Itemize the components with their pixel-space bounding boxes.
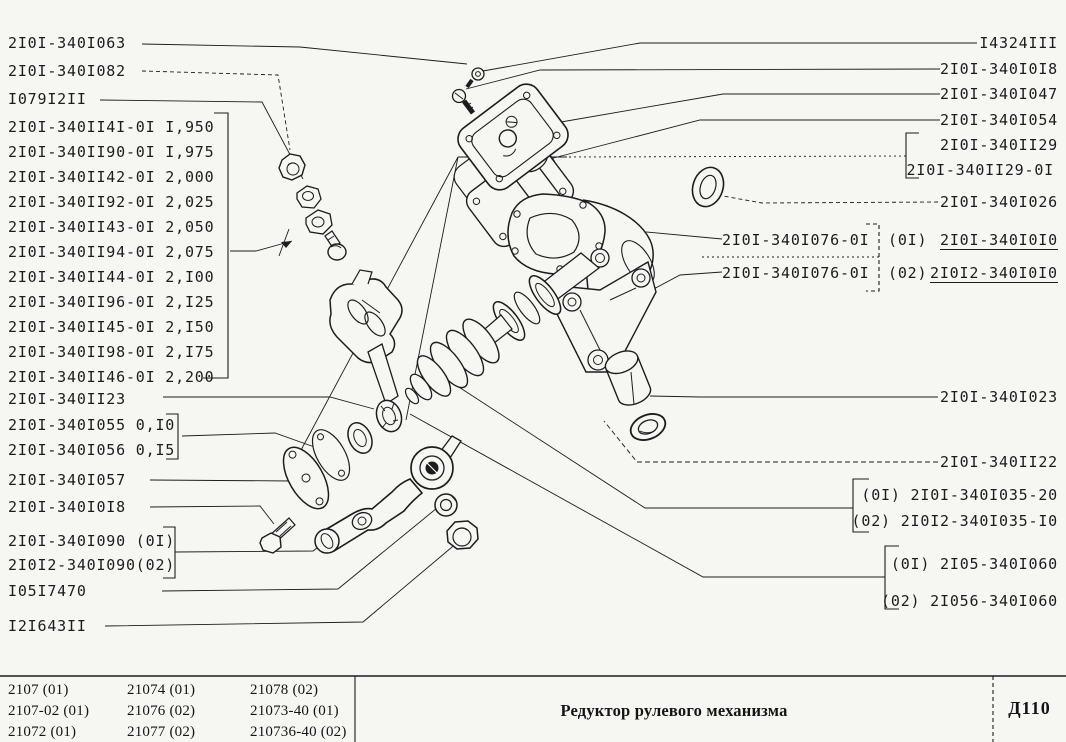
variant-label: (0I) [888,231,928,249]
part-label: (02) 2I056-340I060 [881,592,1058,610]
cap-nut [278,153,306,181]
part-label: (0I) 2I0I-340I035-20 [861,486,1058,504]
part-label: 2I0I-340II45-0I 2,I50 [8,318,215,336]
top-cover-plate [457,83,569,191]
cover-bolt [259,517,296,554]
part-label: 2I0I-340I090 (0I) [8,532,176,550]
part-label: 2I0I-340II4I-0I I,950 [8,118,215,136]
leader-lines [99,42,977,627]
part-label-underlined: 2I0I2-340I0I0 [930,264,1058,283]
side-cover-plate [282,446,330,510]
model-cell: 2107 (01) [8,682,69,698]
part-label: 2I0I-340II29 [940,136,1058,154]
part-label: I05I7470 [8,582,87,600]
lock-washer-hex [296,185,322,209]
part-label: 2I0I-340II23 [8,390,126,408]
part-label: 2I0I2-340I090(02) [8,556,176,574]
part-label: 2I0I-340II98-0I 2,I75 [8,343,215,361]
housing-flange [507,193,610,275]
cover-screws [451,67,485,115]
bracket-pitman-arm [163,526,176,579]
model-cell: 21072 (01) [8,724,77,740]
part-label: 2I0I-340II42-0I 2,000 [8,168,215,186]
part-label: (0I) 2I05-340I060 [890,555,1058,573]
footer-table-lines [0,675,1066,742]
bracket-060 [884,545,899,610]
model-cell: 21077 (02) [127,724,196,740]
flat-washer [305,209,333,235]
part-label: 2I0I-340II92-0I 2,025 [8,193,215,211]
part-label: 2I0I-340I082 [8,62,126,80]
part-label: I079I2II [8,90,87,108]
part-label: 2I0I-340II43-0I 2,050 [8,218,215,236]
adjusting-bolt [324,230,347,261]
part-label: 2I0I-340II94-0I 2,075 [8,243,215,261]
part-label: 2I0I-340I054 [940,111,1058,129]
model-cell: 21073-40 (01) [250,703,339,719]
bracket-129 [905,132,919,179]
part-label: I2I643II [8,617,87,635]
bracket-worm-sizes [203,112,229,379]
mounting-bracket [555,260,657,373]
group-brackets [163,112,919,610]
bracket-shims [166,413,179,460]
drawing-title: Редуктор рулевого механизма [560,701,788,720]
bracket-035 [852,478,869,533]
part-label: 2I0I-340II22 [940,453,1058,471]
part-label: I4324III [979,34,1058,52]
plate-code: Д110 [1008,698,1051,718]
part-label: 2I0I-340I055 0,I0 [8,416,176,434]
pitman-arm [314,435,462,554]
model-cell: 21074 (01) [127,682,196,698]
part-label: 2I0I-340I0I8 [940,60,1058,78]
part-label: 2I0I-340I0I8 [8,498,126,516]
needle-bearing [375,399,403,433]
part-label-underlined: 2I0I-340I0I0 [940,231,1058,250]
part-label: 2I0I-340I063 [8,34,126,52]
part-label: 2I0I-340I056 0,I5 [8,441,176,459]
worm-gear [404,318,500,405]
part-label: 2I0I-340I057 [8,471,126,489]
side-cover-gasket [311,429,351,481]
variant-label: (02) [888,264,928,282]
part-label: 2I0I-340II96-0I 2,I25 [8,293,215,311]
part-label: (02) 2I0I2-340I035-I0 [851,512,1058,530]
adjuster-stack [278,153,347,261]
pitman-shaft-roller [329,269,403,433]
model-cell: 21076 (02) [127,703,196,719]
part-label: 2I0I-340I076-0I [722,264,870,282]
part-label: 2I0I-340II29-0I [906,161,1054,179]
model-cell: 210736-40 (02) [250,724,347,740]
seal-ring-large [629,413,667,441]
part-label: 2I0I-340I076-0I [722,231,870,249]
shaft-seal [347,422,373,454]
part-label: 2I0I-340I023 [940,388,1058,406]
model-cell: 2107-02 (01) [8,703,90,719]
arm-nut [446,520,479,550]
bracket-076 [866,223,880,292]
worm-shaft [404,252,601,405]
seal-ring-026 [691,166,725,208]
shaft-bushing [604,350,652,406]
model-cell: 21078 (02) [250,682,319,698]
part-label: 2I0I-340I026 [940,193,1058,211]
part-label: 2I0I-340I047 [940,85,1058,103]
part-label: 2I0I-340II44-0I 2,I00 [8,268,215,286]
part-label: 2I0I-340II90-0I I,975 [8,143,215,161]
bearing-outer [528,275,562,315]
spring-washer [434,493,458,517]
part-label: 2I0I-340II46-0I 2,200 [8,368,215,386]
